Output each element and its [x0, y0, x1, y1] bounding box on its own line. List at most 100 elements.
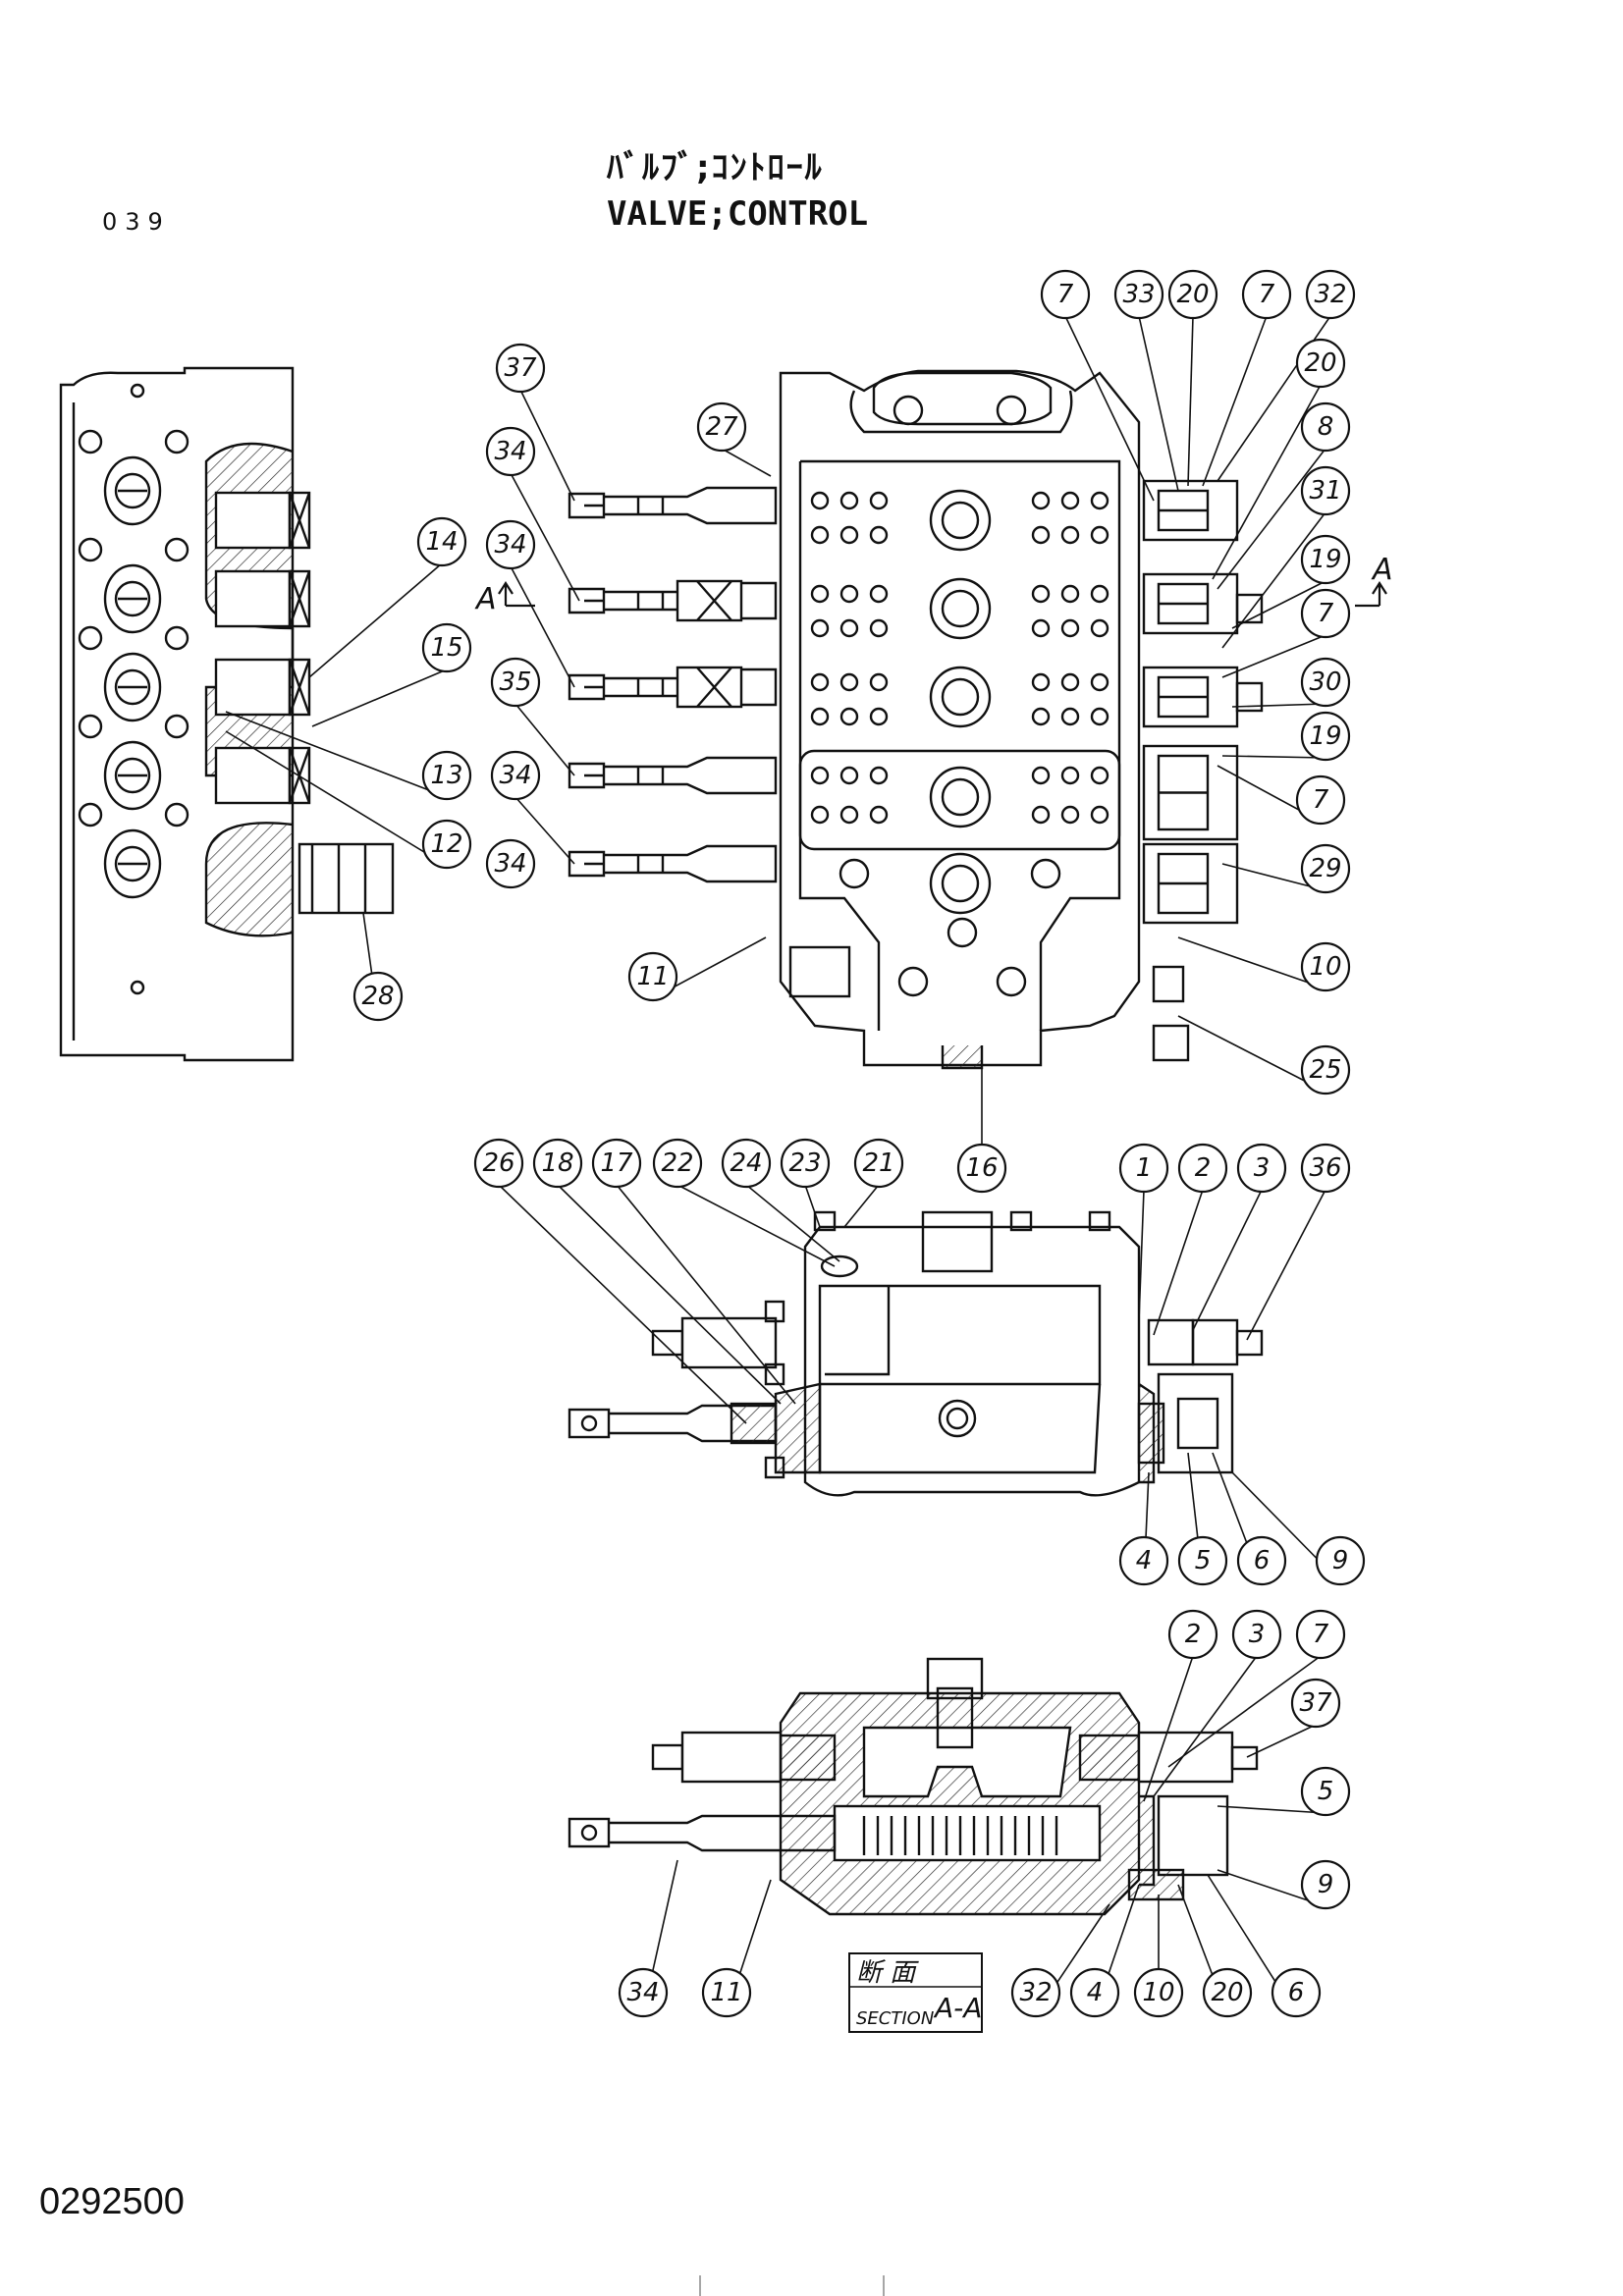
callout-leader: [1221, 634, 1326, 678]
svg-text:30: 30: [1309, 667, 1341, 697]
callout-7: 7: [1241, 269, 1292, 320]
callout-37: 37: [495, 343, 546, 394]
callout-5: 5: [1300, 1766, 1351, 1817]
svg-text:16: 16: [965, 1153, 998, 1183]
callout-leader: [721, 448, 772, 477]
callout-leader: [1217, 1805, 1326, 1814]
svg-text:27: 27: [705, 412, 738, 442]
callout-leader: [1177, 1015, 1326, 1093]
callout-11: 11: [701, 1967, 752, 2018]
svg-text:19: 19: [1309, 545, 1341, 574]
callout-14: 14: [416, 516, 467, 567]
svg-text:34: 34: [626, 1978, 659, 2007]
callout-leader: [1138, 315, 1179, 492]
svg-text:26: 26: [482, 1148, 514, 1178]
callout-leader: [616, 1184, 796, 1405]
callout-leader: [1221, 755, 1326, 759]
callout-19: 19: [1300, 534, 1351, 585]
callout-leader: [843, 1184, 880, 1228]
section-view: [568, 1657, 1259, 1916]
svg-text:10: 10: [1309, 952, 1341, 982]
callout-23: 23: [780, 1138, 831, 1189]
section-suffix: A-A: [933, 1992, 982, 2024]
callout-25: 25: [1300, 1044, 1351, 1095]
svg-text:31: 31: [1309, 476, 1341, 506]
callout-20: 20: [1167, 269, 1218, 320]
svg-text:4: 4: [1087, 1978, 1104, 2007]
svg-text:2: 2: [1185, 1620, 1202, 1649]
svg-text:7: 7: [1318, 599, 1334, 628]
svg-text:7: 7: [1313, 785, 1329, 815]
svg-text:13: 13: [430, 761, 462, 790]
callout-leader: [1246, 1189, 1326, 1341]
callout-leader: [804, 1184, 821, 1228]
callout-leader: [510, 565, 575, 688]
callout-35: 35: [490, 657, 541, 708]
svg-text:37: 37: [504, 353, 537, 383]
callout-5: 5: [1177, 1535, 1228, 1586]
section-arrows: A A: [474, 553, 1393, 616]
callout-leader: [1177, 936, 1326, 989]
svg-text:20: 20: [1211, 1978, 1243, 2007]
page-number: 039: [102, 208, 171, 236]
callout-leader: [225, 730, 448, 867]
callout-10: 10: [1133, 1967, 1184, 2018]
svg-text:6: 6: [1254, 1546, 1271, 1575]
left-side-view: [59, 366, 395, 1062]
callout-20: 20: [1295, 338, 1346, 389]
callout-34: 34: [485, 838, 536, 889]
callout-7: 7: [1295, 1609, 1346, 1660]
svg-text:1: 1: [1136, 1153, 1153, 1183]
svg-text:34: 34: [494, 530, 526, 560]
svg-text:34: 34: [494, 849, 526, 879]
callout-24: 24: [721, 1138, 772, 1189]
svg-text:32: 32: [1019, 1978, 1052, 2007]
callout-22: 22: [652, 1138, 703, 1189]
callout-7: 7: [1295, 774, 1346, 826]
svg-text:36: 36: [1309, 1153, 1341, 1183]
callout-34: 34: [485, 426, 536, 477]
title-english: VALVE;CONTROL: [607, 194, 869, 234]
drawing-number: 0292500: [39, 2181, 185, 2222]
callout-15: 15: [421, 622, 472, 673]
svg-text:7: 7: [1259, 280, 1275, 309]
callout-leader: [1231, 703, 1326, 708]
scan-edge-marks: [699, 2275, 885, 2296]
callout-36: 36: [1300, 1143, 1351, 1194]
callout-leader: [1192, 1189, 1263, 1331]
callout-9: 9: [1315, 1535, 1366, 1586]
svg-text:34: 34: [494, 437, 526, 466]
callout-leader: [1153, 1189, 1204, 1336]
callout-leader: [1167, 1655, 1322, 1768]
svg-text:5: 5: [1318, 1777, 1334, 1806]
svg-text:35: 35: [499, 667, 531, 697]
svg-text:11: 11: [636, 962, 669, 991]
svg-text:9: 9: [1318, 1870, 1334, 1899]
svg-text:6: 6: [1288, 1978, 1305, 2007]
callout-32: 32: [1305, 269, 1356, 320]
callout-leader: [1153, 1655, 1258, 1797]
svg-text:37: 37: [1299, 1688, 1332, 1718]
side-view: [568, 1210, 1264, 1497]
callout-26: 26: [473, 1138, 524, 1189]
callout-37: 37: [1290, 1678, 1341, 1729]
callout-leader: [514, 796, 575, 865]
callout-3: 3: [1236, 1143, 1287, 1194]
arrow-label-left: A: [474, 582, 497, 616]
callout-2: 2: [1177, 1143, 1228, 1194]
svg-text:29: 29: [1309, 854, 1341, 883]
svg-text:20: 20: [1176, 280, 1209, 309]
callout-6: 6: [1236, 1535, 1287, 1586]
svg-text:11: 11: [710, 1978, 742, 2007]
svg-text:15: 15: [430, 633, 462, 663]
section-label-box: 断 面 SECTION A-A: [848, 1952, 983, 2033]
callout-33: 33: [1113, 269, 1164, 320]
callout-30: 30: [1300, 657, 1351, 708]
callout-16: 16: [956, 1143, 1007, 1194]
callout-leader: [1143, 1655, 1194, 1802]
svg-text:12: 12: [430, 829, 462, 859]
svg-text:14: 14: [425, 527, 458, 557]
svg-text:34: 34: [499, 761, 531, 790]
callout-21: 21: [853, 1138, 904, 1189]
callout-11: 11: [627, 951, 678, 1002]
